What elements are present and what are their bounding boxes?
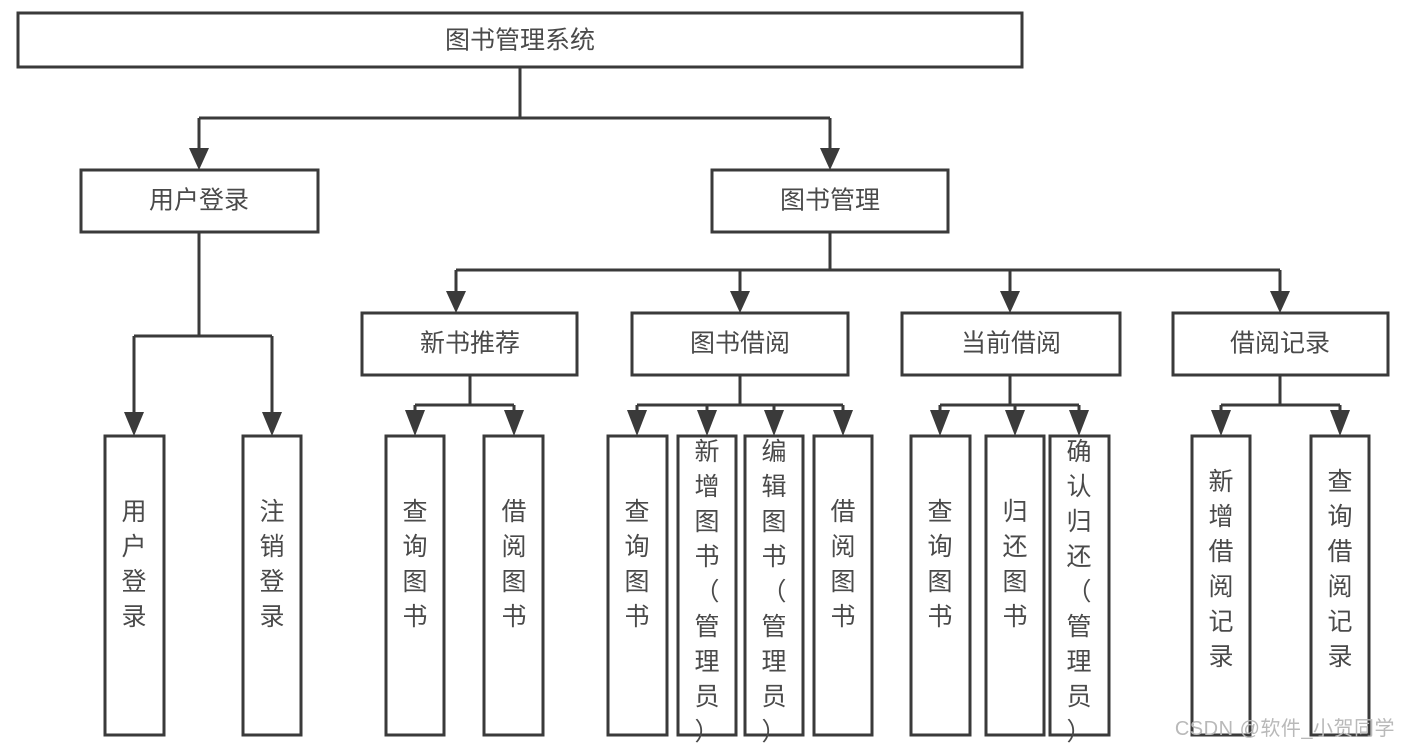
- node-user-login-label: 用户登录: [149, 187, 249, 215]
- node-book-manage[interactable]: 图书管理: [710, 168, 950, 234]
- node-book-manage-box[interactable]: [710, 168, 950, 234]
- arrow-head-leaf-query-record: [1330, 410, 1350, 436]
- leaf-logout-label: 注销登录: [259, 498, 284, 631]
- node-current-borrow-label: 当前借阅: [961, 330, 1061, 358]
- arrow-head-book-manage: [820, 148, 840, 170]
- node-book-borrow-label: 图书借阅: [690, 330, 790, 358]
- node-user-login-box[interactable]: [79, 168, 320, 234]
- node-current-borrow[interactable]: 当前借阅: [900, 311, 1122, 377]
- arrow-head-leaf-add-book: [697, 410, 717, 436]
- leaf-edit-book-admin-box[interactable]: [743, 434, 805, 737]
- arrow-head-leaf-borrow-book-1: [504, 410, 524, 436]
- leaf-user-login[interactable]: 用户登录: [103, 434, 166, 737]
- leaf-add-borrow-record[interactable]: 新增借阅记录: [1190, 434, 1252, 737]
- leaf-confirm-return-admin-label: 确认归还（管理员）: [1066, 438, 1091, 746]
- node-new-book-recommend-label: 新书推荐: [420, 330, 520, 358]
- arrow-head-leaf-query-book-2: [627, 410, 647, 436]
- leaf-borrow-book-2[interactable]: 借阅图书: [812, 434, 874, 737]
- node-root-label: 图书管理系统: [445, 27, 595, 55]
- arrow-head-new-book: [446, 291, 466, 313]
- leaf-query-borrow-record-label: 查询借阅记录: [1327, 468, 1352, 671]
- arrow-head-leaf-add-record: [1211, 410, 1231, 436]
- leaf-add-book-admin-label: 新增图书（管理员）: [694, 438, 719, 746]
- node-current-borrow-box[interactable]: [900, 311, 1122, 377]
- arrow-head-leaf-confirm-return: [1069, 410, 1089, 436]
- leaf-query-book-2-box[interactable]: [606, 434, 669, 737]
- leaf-borrow-book-2-box[interactable]: [812, 434, 874, 737]
- node-book-borrow-box[interactable]: [630, 311, 850, 377]
- arrow-head-leaf-borrow-book-2: [833, 410, 853, 436]
- leaf-user-login-label: 用户登录: [121, 498, 146, 631]
- node-root[interactable]: 图书管理系统: [16, 11, 1024, 69]
- leaf-borrow-book-2-label: 借阅图书: [830, 498, 855, 631]
- node-book-manage-label: 图书管理: [780, 187, 880, 215]
- arrow-head-borrow-book: [730, 291, 750, 313]
- leaf-query-book-2[interactable]: 查询图书: [606, 434, 669, 737]
- arrow-head-current-borrow: [1000, 291, 1020, 313]
- leaf-query-book-2-label: 查询图书: [624, 498, 649, 631]
- leaf-nodes-layer: 用户登录 注销登录 查询图书 借阅图书 查询图书 新增图书（管理员） 编辑图书（…: [103, 434, 1371, 746]
- arrow-head-user-login: [189, 148, 209, 170]
- arrow-head-leaf-return-book: [1005, 410, 1025, 436]
- arrow-head-leaf-logout: [262, 412, 282, 436]
- arrow-head-borrow-record: [1270, 291, 1290, 313]
- leaf-query-book-1[interactable]: 查询图书: [384, 434, 446, 737]
- leaf-edit-book-admin-label: 编辑图书（管理员）: [761, 438, 786, 746]
- leaf-query-borrow-record-box[interactable]: [1309, 434, 1371, 737]
- arrow-head-leaf-user-login: [124, 412, 144, 436]
- leaf-return-book[interactable]: 归还图书: [984, 434, 1046, 737]
- leaf-query-book-1-label: 查询图书: [402, 498, 427, 631]
- leaf-query-book-3-label: 查询图书: [927, 498, 952, 631]
- arrow-head-leaf-query-book-1: [405, 410, 425, 436]
- leaf-add-book-admin-box[interactable]: [676, 434, 738, 737]
- leaf-return-book-label: 归还图书: [1002, 498, 1027, 631]
- leaf-logout-box[interactable]: [241, 434, 303, 737]
- node-borrow-record[interactable]: 借阅记录: [1171, 311, 1390, 377]
- csdn-watermark: CSDN @软件_小贺同学: [1174, 718, 1395, 740]
- node-new-book-recommend-box[interactable]: [360, 311, 579, 377]
- leaf-add-borrow-record-box[interactable]: [1190, 434, 1252, 737]
- node-book-borrow[interactable]: 图书借阅: [630, 311, 850, 377]
- connector-layer: [124, 67, 1350, 436]
- leaf-borrow-book-1-label: 借阅图书: [501, 498, 526, 631]
- node-root-box[interactable]: [16, 11, 1024, 69]
- arrow-head-leaf-edit-book: [764, 410, 784, 436]
- arrow-head-leaf-query-book-3: [930, 410, 950, 436]
- leaf-confirm-return-admin[interactable]: 确认归还（管理员）: [1048, 434, 1111, 746]
- node-borrow-record-box[interactable]: [1171, 311, 1390, 377]
- node-borrow-record-label: 借阅记录: [1230, 330, 1330, 358]
- leaf-edit-book-admin[interactable]: 编辑图书（管理员）: [743, 434, 805, 746]
- node-user-login[interactable]: 用户登录: [79, 168, 320, 234]
- leaf-return-book-box[interactable]: [984, 434, 1046, 737]
- leaf-logout[interactable]: 注销登录: [241, 434, 303, 737]
- leaf-borrow-book-1-box[interactable]: [482, 434, 545, 737]
- leaf-query-book-3-box[interactable]: [909, 434, 972, 737]
- leaf-query-book-1-box[interactable]: [384, 434, 446, 737]
- node-new-book-recommend[interactable]: 新书推荐: [360, 311, 579, 377]
- leaf-query-book-3[interactable]: 查询图书: [909, 434, 972, 737]
- leaf-user-login-box[interactable]: [103, 434, 166, 737]
- leaf-confirm-return-admin-box[interactable]: [1048, 434, 1111, 737]
- leaf-borrow-book-1[interactable]: 借阅图书: [482, 434, 545, 737]
- leaf-add-book-admin[interactable]: 新增图书（管理员）: [676, 434, 738, 746]
- leaf-query-borrow-record[interactable]: 查询借阅记录: [1309, 434, 1371, 737]
- leaf-add-borrow-record-label: 新增借阅记录: [1208, 468, 1233, 671]
